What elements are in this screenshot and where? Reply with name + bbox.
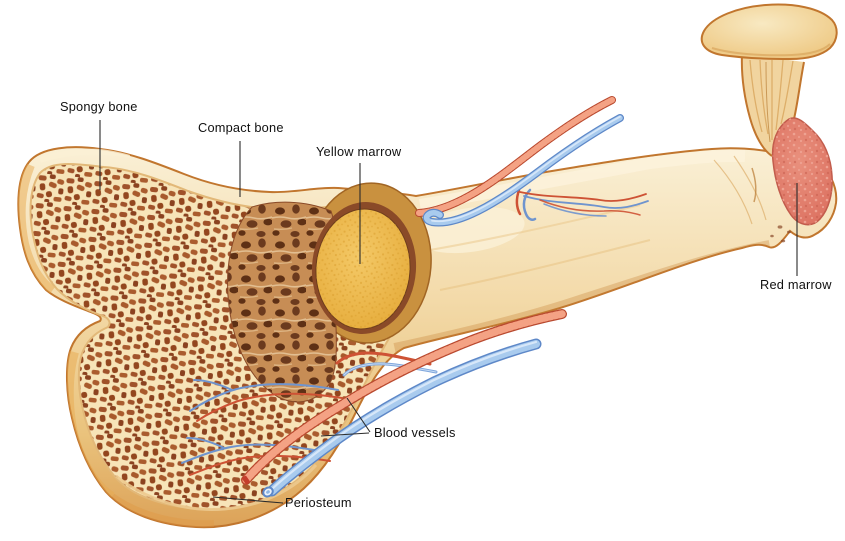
red-marrow-texture xyxy=(772,117,833,225)
intraosseous-vessels xyxy=(181,379,343,476)
leader-lines xyxy=(99,120,798,504)
neck-outline-left xyxy=(740,53,773,157)
bone-head-cap xyxy=(700,3,838,61)
vein-cut-end xyxy=(262,486,274,498)
cap-underside-shade xyxy=(711,43,831,57)
lower-vein xyxy=(266,338,542,497)
label-red-marrow: Red marrow xyxy=(760,277,832,292)
label-compact-bone: Compact bone xyxy=(198,120,284,135)
label-blood-vessels: Blood vessels xyxy=(374,425,456,440)
label-yellow-marrow: Yellow marrow xyxy=(316,144,402,159)
upper-artery xyxy=(415,96,616,217)
upper-vein xyxy=(422,114,624,227)
yellow-marrow-texture xyxy=(315,209,411,329)
leader-blood-vessels-artery xyxy=(346,397,371,433)
artery-cut-end xyxy=(242,475,250,485)
lower-artery xyxy=(241,309,567,485)
trabecular-region xyxy=(227,201,337,403)
distal-speckles xyxy=(770,225,791,243)
periosteum-layer xyxy=(115,464,318,511)
periosteal-branches xyxy=(515,188,649,222)
leader-blood-vessels-vein xyxy=(320,432,370,437)
neck-fibres xyxy=(749,59,794,143)
label-spongy-bone: Spongy bone xyxy=(60,99,138,114)
label-periosteum: Periosteum xyxy=(285,495,352,510)
leader-periosteum xyxy=(212,496,284,504)
